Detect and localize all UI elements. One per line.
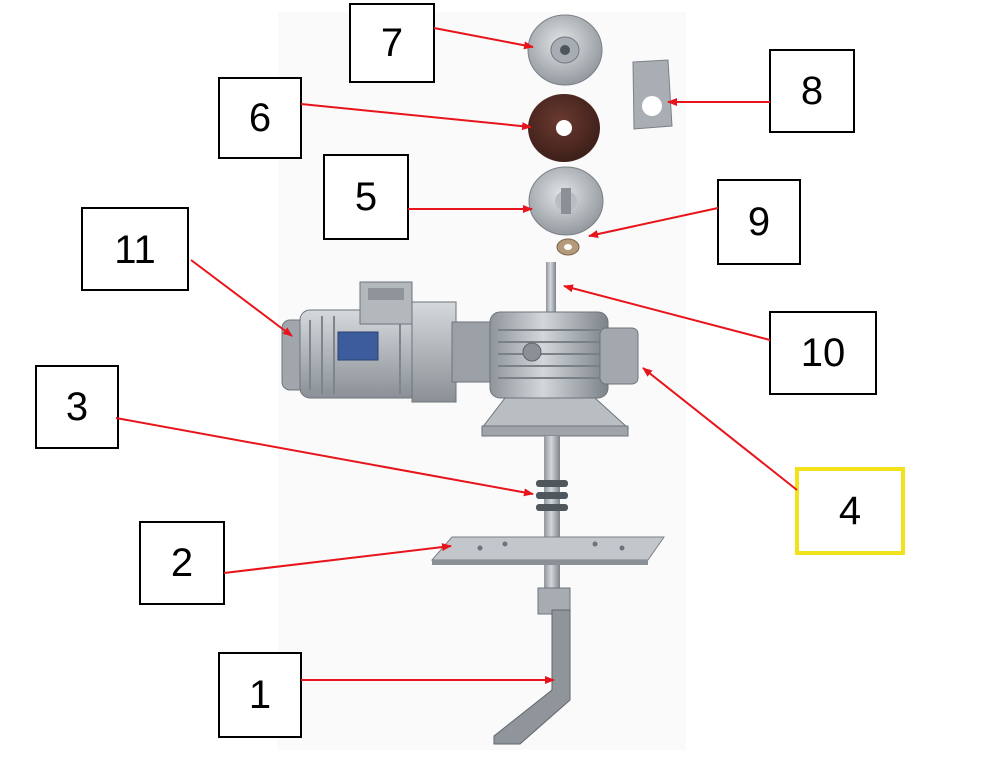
callout-4-label: 4 (839, 489, 861, 533)
callout-2: 2 (139, 521, 225, 605)
arrow-9 (588, 207, 719, 238)
callout-1-label: 1 (249, 673, 271, 717)
part-2-mounting-plate (430, 536, 665, 565)
callout-7: 7 (349, 3, 435, 83)
callout-11-label: 11 (114, 228, 156, 272)
part-8-bracket-plate (632, 59, 673, 130)
callout-3: 3 (35, 365, 119, 449)
callout-4-highlighted: 4 (795, 467, 905, 555)
part-10-output-shaft (546, 262, 556, 328)
callout-8: 8 (769, 49, 855, 133)
part-7-top-disc (527, 14, 603, 86)
part-5-dome-washer (528, 166, 604, 236)
callout-3-label: 3 (66, 385, 88, 429)
arrow-6 (300, 103, 532, 131)
part-11-motor (281, 281, 493, 403)
callout-5-label: 5 (355, 175, 377, 219)
callout-1: 1 (218, 652, 302, 738)
callout-9-label: 9 (748, 200, 770, 244)
callout-5: 5 (323, 154, 409, 240)
arrow-7 (433, 27, 534, 50)
arrow-3 (115, 417, 534, 497)
arrow-4 (642, 367, 798, 491)
main-shaft (544, 436, 560, 596)
part-3-shaft-rings (536, 480, 568, 511)
callout-11: 11 (81, 207, 189, 291)
arrow-10 (563, 284, 771, 341)
arrow-2 (223, 543, 452, 574)
callout-10: 10 (769, 311, 877, 395)
part-9-nut (556, 238, 580, 256)
callout-8-label: 8 (801, 69, 823, 113)
part-4-gearbox (480, 311, 639, 437)
callout-10-label: 10 (801, 331, 846, 375)
part-6-felt-disc (528, 94, 600, 162)
callout-9: 9 (717, 179, 801, 265)
callout-2-label: 2 (171, 541, 193, 585)
leader-arrows (115, 27, 798, 684)
callout-7-label: 7 (381, 21, 403, 65)
arrow-11 (190, 259, 293, 337)
callout-6: 6 (218, 77, 302, 159)
part-1-scraper-blade (493, 587, 571, 745)
callout-6-label: 6 (249, 96, 271, 140)
